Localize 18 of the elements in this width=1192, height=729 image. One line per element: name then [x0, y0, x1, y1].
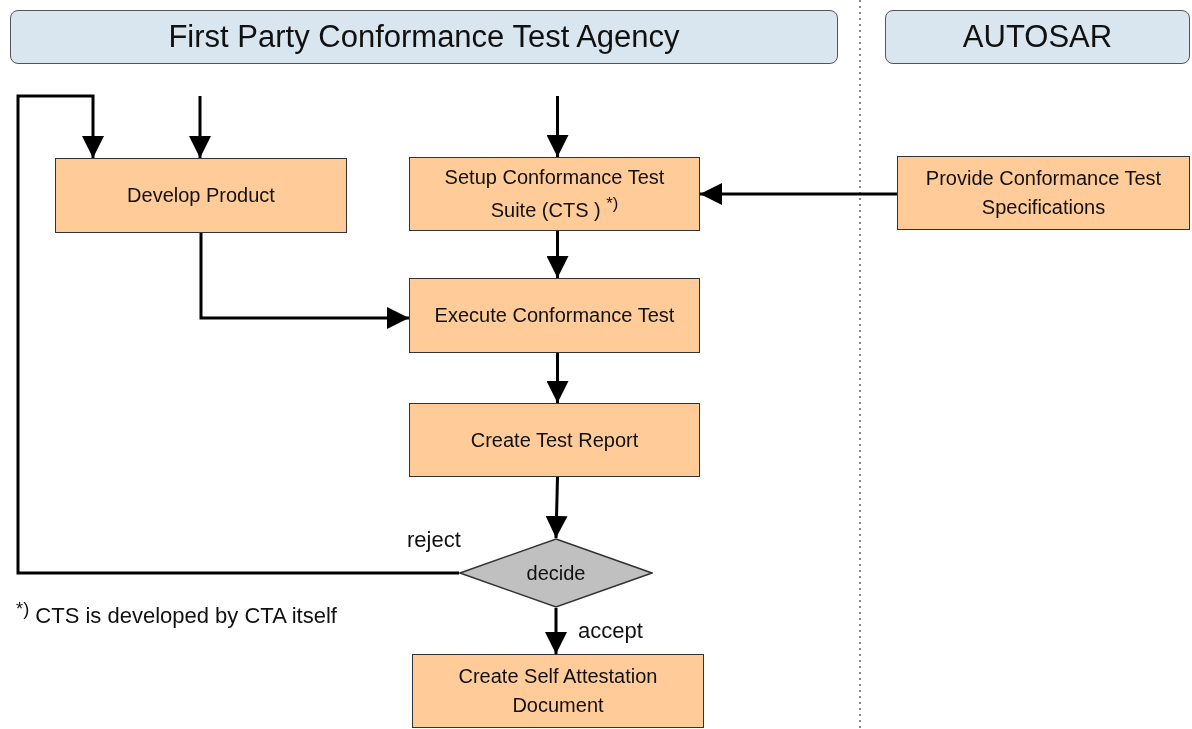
- process-box: Execute Conformance Test: [409, 278, 700, 353]
- lane-header: AUTOSAR: [885, 10, 1190, 64]
- process-box: Create Test Report: [409, 403, 700, 477]
- arrow: [16, 94, 459, 575]
- arrow: [546, 96, 569, 157]
- arrow: [545, 476, 568, 539]
- footnote: $^{*)}$ CTS is developed by CTA itself: [16, 598, 337, 630]
- arrow: [199, 233, 409, 329]
- process-box: Develop Product: [55, 158, 347, 233]
- arrow: [189, 96, 211, 158]
- process-box: Provide Conformance Test Specifications: [897, 156, 1190, 230]
- arrow: [546, 353, 569, 403]
- process-box: Setup Conformance Test Suite (CTS ) $^{*)}$: [409, 157, 700, 231]
- process-box: Create Self Attestation Document: [412, 654, 704, 728]
- lane-header: First Party Conformance Test Agency: [10, 10, 838, 64]
- arrow: [700, 183, 897, 205]
- arrow: [545, 608, 567, 654]
- arrow: [546, 231, 569, 278]
